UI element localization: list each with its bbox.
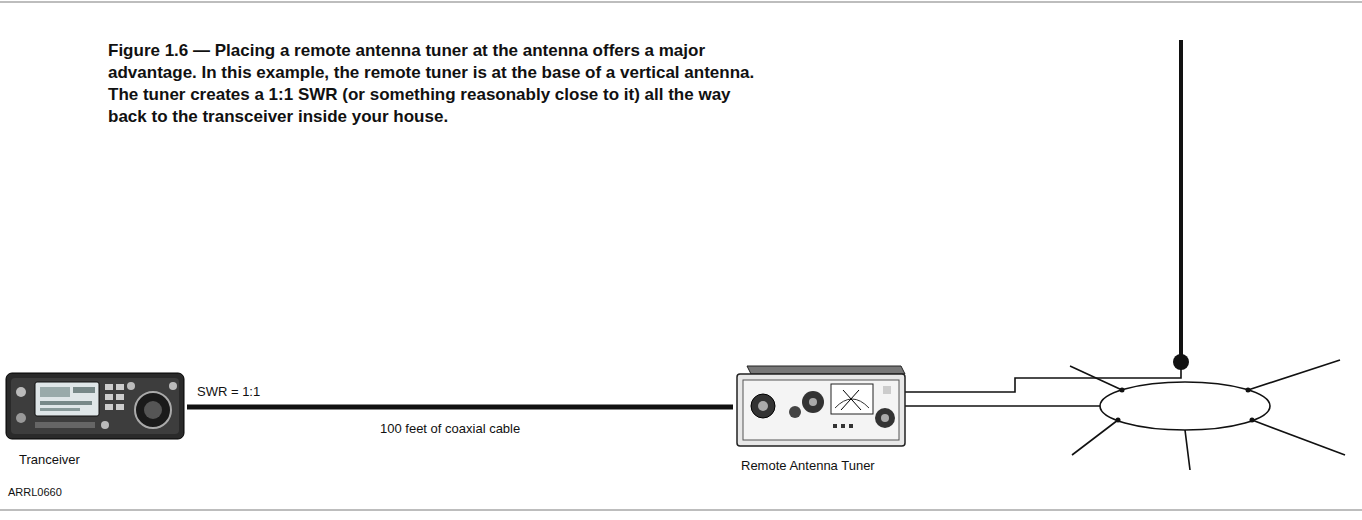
device-label: Tranceiver	[19, 452, 187, 467]
swr-label: SWR = 1:1	[197, 384, 260, 399]
transceiver-picture	[5, 370, 187, 442]
transceiver-illustration	[5, 370, 187, 442]
remote-antenna-tuner-picture	[733, 362, 908, 448]
tuner-illustration	[733, 362, 908, 448]
device-label: Remote Antenna Tuner	[741, 458, 908, 473]
remote-antenna-tuner: Remote Antenna Tuner	[733, 362, 908, 473]
cable-label: 100 feet of coaxial cable	[377, 421, 523, 436]
coax-cable	[187, 407, 733, 408]
transceiver: Tranceiver	[5, 370, 187, 467]
figure-caption: Figure 1.6 — Placing a remote antenna tu…	[108, 40, 768, 128]
vertical-antenna	[905, 40, 1345, 470]
figure-id: ARRL0660	[8, 486, 62, 498]
